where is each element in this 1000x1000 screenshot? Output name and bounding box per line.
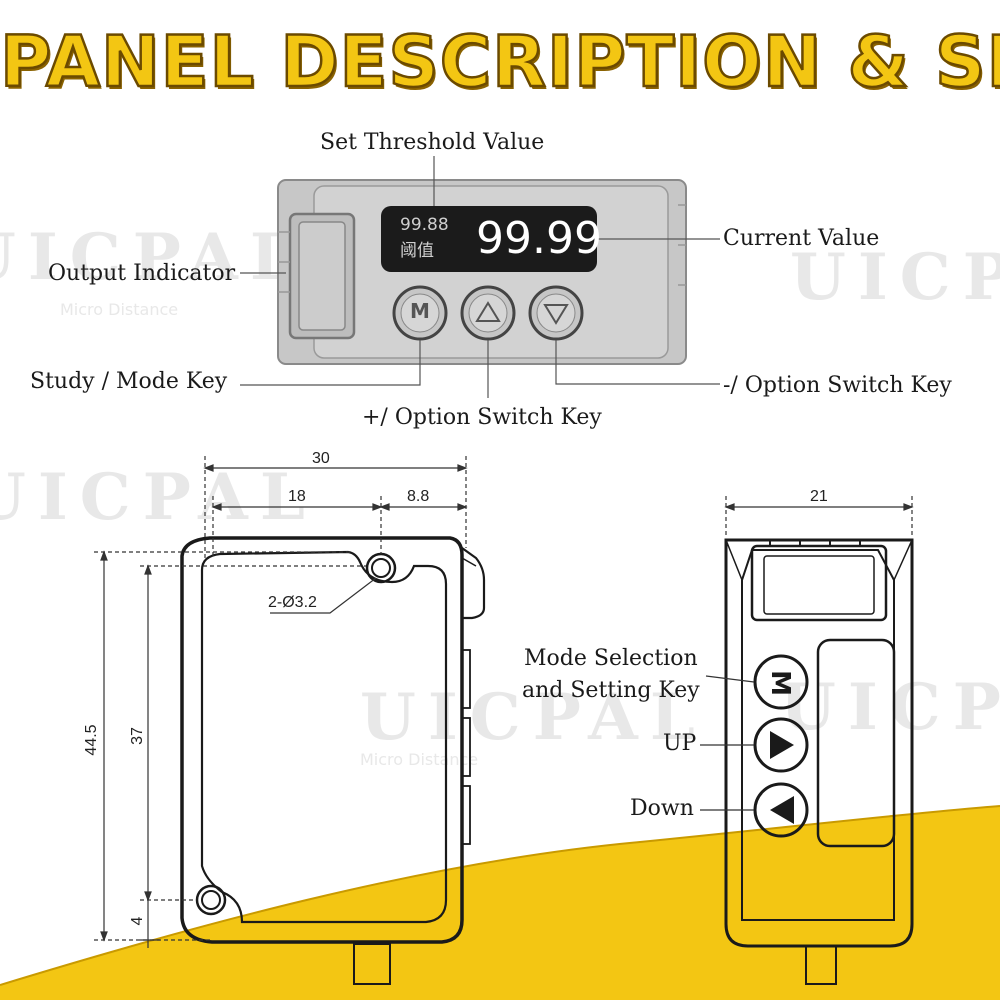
watermark-tagline-1: Micro Distance <box>60 300 179 319</box>
watermark-5: UICPAL <box>780 670 1000 745</box>
watermark-4: UICPAL <box>360 680 707 755</box>
lcd-current-value: 99.99 <box>476 213 602 264</box>
front-m-key-label: M <box>410 299 430 323</box>
label-output-indicator: Output Indicator <box>48 261 236 286</box>
dim-hole-span: 18 <box>288 488 306 505</box>
top-down-triangle-icon <box>770 796 794 824</box>
label-current-value: Current Value <box>723 226 880 251</box>
label-minus-option-key: -/ Option Switch Key <box>723 373 952 398</box>
top-up-triangle-icon <box>770 731 794 759</box>
top-m-key <box>753 654 809 710</box>
label-down: Down <box>630 796 694 821</box>
lcd-threshold-label: 阈值 <box>400 241 434 261</box>
label-mode-selection-1: Mode Selection <box>524 646 698 671</box>
label-set-threshold: Set Threshold Value <box>320 130 545 155</box>
lcd-display <box>381 206 597 272</box>
side-hole-bottom <box>195 884 227 916</box>
top-up-key <box>753 717 809 773</box>
dim-offset: 8.8 <box>407 488 430 505</box>
top-view <box>724 538 914 985</box>
watermark-1: UICPAL <box>0 220 307 295</box>
page-title: PANEL DESCRIPTION & SIZE <box>0 21 1000 104</box>
dim-hole: 2-Ø3.2 <box>268 594 317 611</box>
watermark-2: UICPAL <box>790 240 1000 315</box>
dim-height-total: 44.5 <box>83 724 100 756</box>
label-plus-option-key: +/ Option Switch Key <box>362 405 602 430</box>
label-up: UP <box>663 731 697 756</box>
lcd-threshold-value: 99.88 <box>400 215 449 235</box>
side-dimension-lines <box>94 456 468 948</box>
dim-total-width: 30 <box>312 450 330 467</box>
front-down-triangle-icon <box>543 304 569 325</box>
watermark-3: UICPAL <box>0 460 317 535</box>
watermark-tagline-2: Micro Distance <box>360 750 479 769</box>
yellow-swoosh-edge <box>0 805 1000 986</box>
top-down-key <box>753 782 809 838</box>
yellow-swoosh <box>0 806 1000 1000</box>
dim-top-width: 21 <box>810 488 828 505</box>
front-up-triangle-icon <box>475 301 501 322</box>
dim-height-inner: 37 <box>129 727 146 745</box>
side-view <box>180 536 486 985</box>
label-mode-selection-2: and Setting Key <box>522 678 700 703</box>
top-dimension-lines <box>700 496 914 811</box>
label-study-mode-key: Study / Mode Key <box>30 369 228 394</box>
dim-bottom-offset: 4 <box>129 916 146 926</box>
top-m-key-label: M <box>764 670 795 696</box>
